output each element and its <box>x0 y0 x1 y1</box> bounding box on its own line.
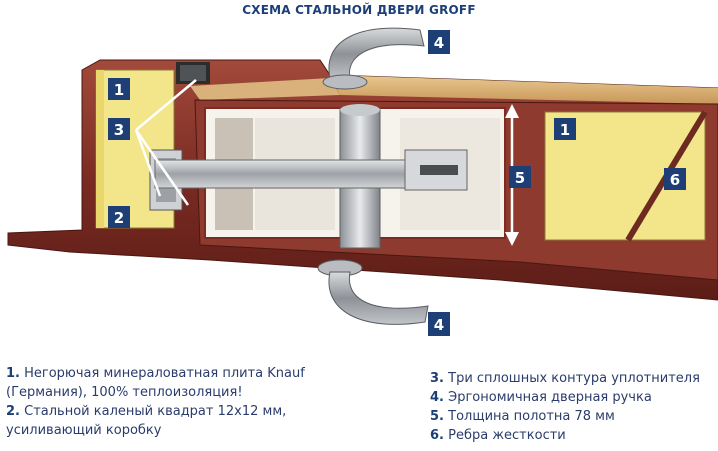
badge-1-left-label: 1 <box>114 81 124 99</box>
legend-item-3-text: Три сплошных контура уплотнителя <box>448 371 700 386</box>
legend-item-1: 1. Негорючая минераловатная плита Knauf … <box>6 364 386 402</box>
legend-left: 1. Негорючая минераловатная плита Knauf … <box>6 364 386 440</box>
legend-item-4: 4. Эргономичная дверная ручка <box>430 388 710 407</box>
legend-item-2: 2. Стальной каленый квадрат 12х12 мм, ус… <box>6 402 386 440</box>
badge-4-bottom-label: 4 <box>434 316 444 334</box>
legend-item-3: 3. Три сплошных контура уплотнителя <box>430 369 710 388</box>
top-door-handle <box>322 27 425 90</box>
legend-item-6-text: Ребра жесткости <box>448 428 566 443</box>
badge-1-left: 1 <box>108 78 130 100</box>
badge-1-right: 1 <box>554 118 576 140</box>
badge-5: 5 <box>509 166 531 188</box>
legend-right: 3. Три сплошных контура уплотнителя 4. Э… <box>430 369 710 445</box>
seal-pointer-lines <box>134 79 197 206</box>
legend-item-1-text: Негорючая минераловатная плита Knauf (Ге… <box>6 366 305 400</box>
door-cross-section-diagram: 1 3 2 1 5 6 4 4 <box>7 27 718 336</box>
legend-item-4-number: 4. <box>430 390 444 405</box>
legend-item-2-number: 2. <box>6 404 20 419</box>
badge-4-top-label: 4 <box>434 34 444 52</box>
badge-6: 6 <box>664 168 686 190</box>
lock-bolt <box>154 149 468 191</box>
badge-5-label: 5 <box>515 169 525 187</box>
badge-4-top: 4 <box>428 30 450 54</box>
badge-3-label: 3 <box>114 121 124 139</box>
legend-item-6: 6. Ребра жесткости <box>430 426 710 445</box>
badge-1-right-label: 1 <box>560 121 570 139</box>
legend-item-6-number: 6. <box>430 428 444 443</box>
legend-item-2-text: Стальной каленый квадрат 12х12 мм, усили… <box>6 404 287 438</box>
legend-item-1-number: 1. <box>6 366 20 381</box>
diagram-title: СХЕМА СТАЛЬНОЙ ДВЕРИ GROFF <box>242 3 476 17</box>
bottom-door-handle <box>317 259 429 325</box>
badge-2-label: 2 <box>114 209 124 227</box>
badge-4-bottom: 4 <box>428 312 450 336</box>
legend-item-5: 5. Толщина полотна 78 мм <box>430 407 710 426</box>
badge-6-label: 6 <box>670 171 680 189</box>
badge-2: 2 <box>108 206 130 228</box>
legend-item-4-text: Эргономичная дверная ручка <box>448 390 652 405</box>
legend-item-5-number: 5. <box>430 409 444 424</box>
legend-item-3-number: 3. <box>430 371 444 386</box>
legend-item-5-text: Толщина полотна 78 мм <box>448 409 615 424</box>
badge-3: 3 <box>108 118 130 140</box>
